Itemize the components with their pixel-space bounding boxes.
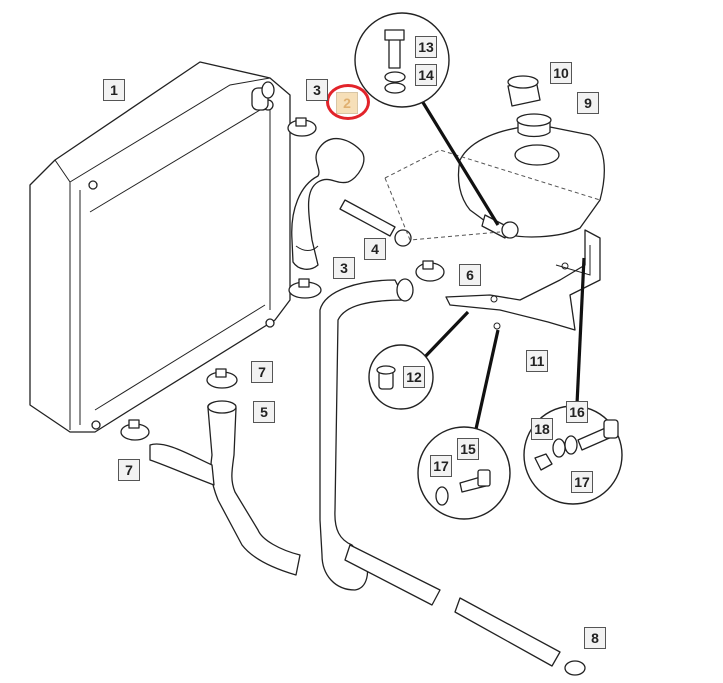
part-label-11: 11	[526, 350, 548, 372]
part-label-3-upper: 3	[306, 79, 328, 101]
upper-hose	[291, 138, 396, 270]
radiator	[29, 61, 291, 433]
highlight-ring	[326, 84, 370, 120]
lower-hose	[149, 278, 561, 667]
callout-bolt-washer	[354, 12, 450, 108]
part-label-18: 18	[531, 418, 553, 440]
part-label-15: 15	[457, 438, 479, 460]
expansion-tank	[384, 75, 605, 241]
callout-rivet-nut	[368, 344, 434, 410]
part-label-6: 6	[459, 264, 481, 286]
part-label-13: 13	[415, 36, 437, 58]
part-label-17-left: 17	[430, 455, 452, 477]
part-label-1: 1	[103, 79, 125, 101]
part-label-10: 10	[550, 62, 572, 84]
part-label-14: 14	[415, 64, 437, 86]
part-label-3-lower: 3	[333, 257, 355, 279]
part-label-8: 8	[584, 627, 606, 649]
part-label-17-right: 17	[571, 471, 593, 493]
part-label-4: 4	[364, 238, 386, 260]
part-label-12: 12	[403, 366, 425, 388]
part-label-7-upper: 7	[251, 361, 273, 383]
part-label-16: 16	[566, 401, 588, 423]
part-label-7-lower: 7	[118, 459, 140, 481]
mounting-bracket	[445, 229, 601, 331]
callout-screw-washer	[417, 426, 511, 520]
hose-clamps	[120, 117, 586, 676]
part-label-9: 9	[577, 92, 599, 114]
part-label-5: 5	[253, 401, 275, 423]
